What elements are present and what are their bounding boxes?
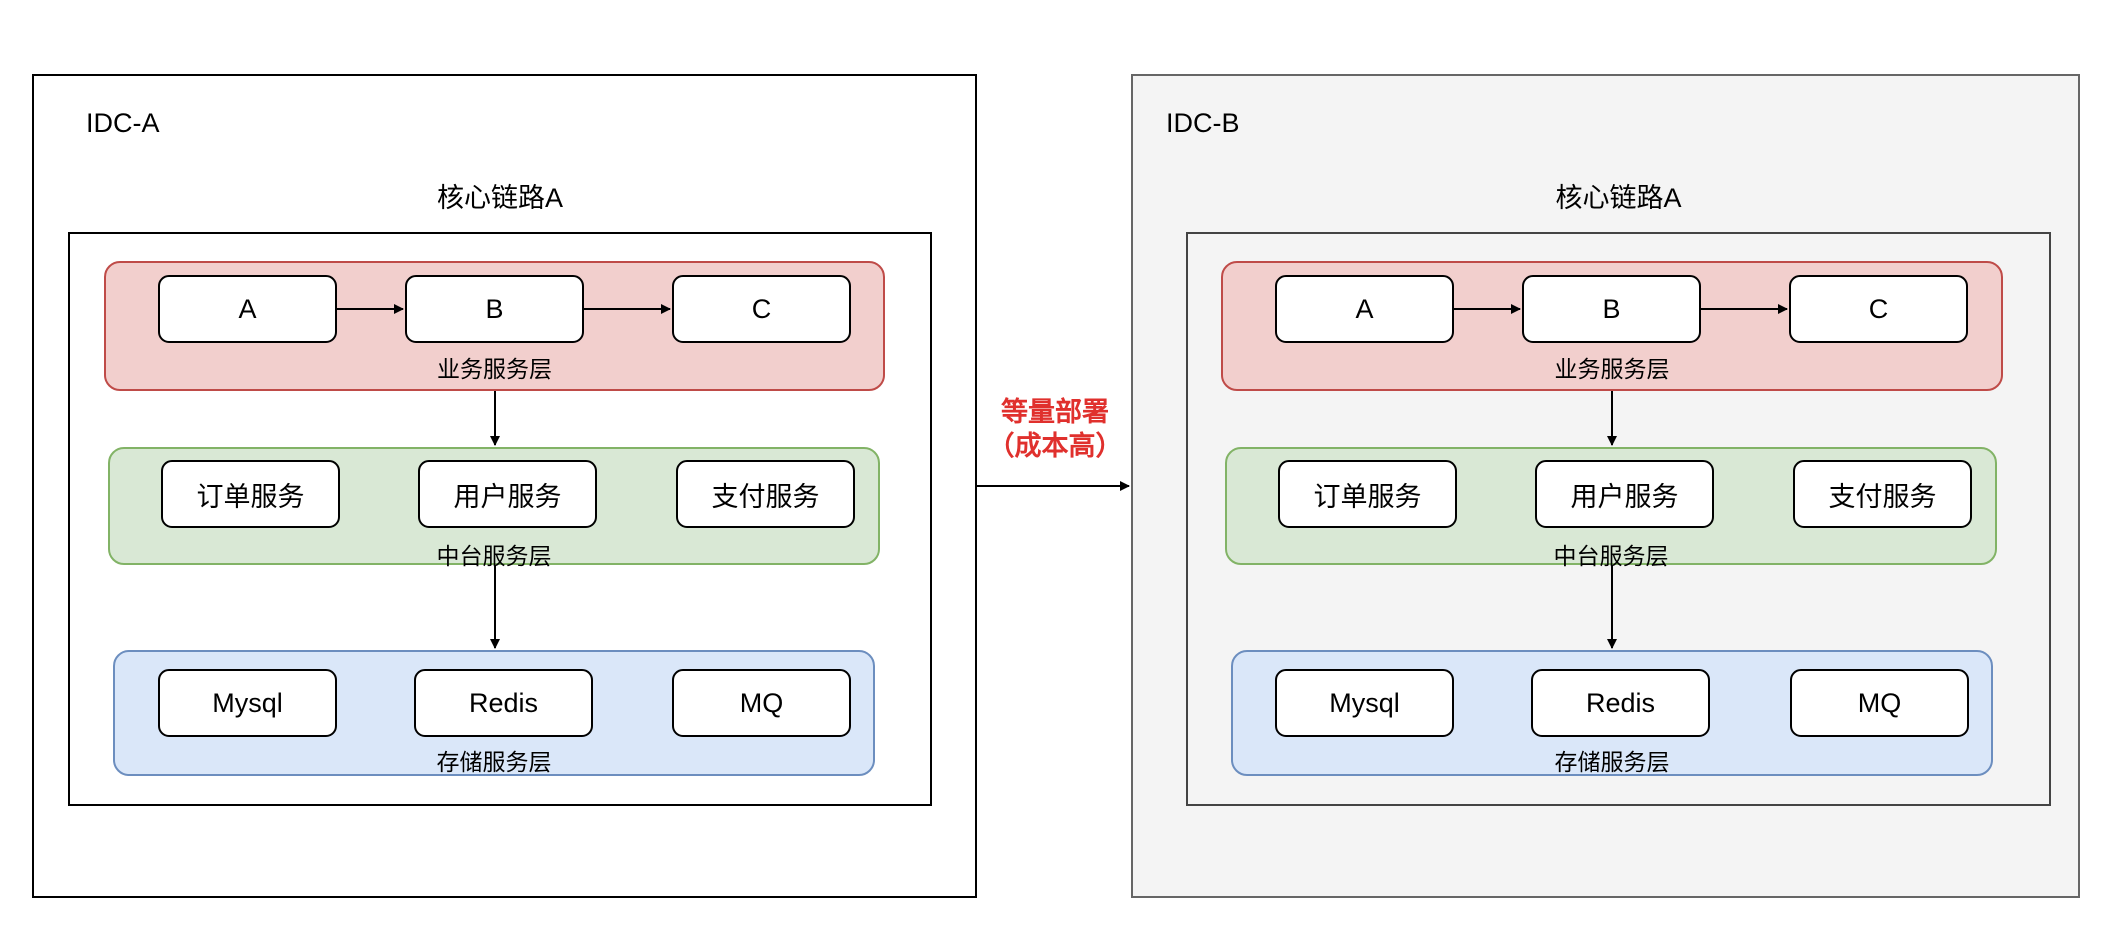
idc-a-middle-layer-label: 中台服务层 xyxy=(436,543,552,569)
idc-a-title: IDC-A xyxy=(86,108,160,138)
idc-a-node-user-service: 用户服务 xyxy=(418,460,597,528)
idc-b-middle-layer-label: 中台服务层 xyxy=(1553,543,1669,569)
idc-b-node-payment-service: 支付服务 xyxy=(1793,460,1972,528)
idc-a-node-redis: Redis xyxy=(414,669,593,737)
transfer-label: 等量部署 （成本高） xyxy=(980,395,1130,463)
idc-a-node-c: C xyxy=(672,275,851,343)
idc-a-node-order-service: 订单服务 xyxy=(161,460,340,528)
idc-b-storage-layer-label: 存储服务层 xyxy=(1554,749,1670,775)
idc-b-node-mysql: Mysql xyxy=(1275,669,1454,737)
idc-b-title: IDC-B xyxy=(1166,108,1240,138)
idc-b-node-order-service: 订单服务 xyxy=(1278,460,1457,528)
idc-a-chain-title: 核心链路A xyxy=(436,183,563,213)
idc-a-node-mysql: Mysql xyxy=(158,669,337,737)
idc-a-node-b: B xyxy=(405,275,584,343)
idc-b-node-user-service: 用户服务 xyxy=(1535,460,1714,528)
idc-b-node-redis: Redis xyxy=(1531,669,1710,737)
idc-a-node-mq: MQ xyxy=(672,669,851,737)
idc-b-node-c: C xyxy=(1789,275,1968,343)
idc-b-node-b: B xyxy=(1522,275,1701,343)
idc-b-business-layer-label: 业务服务层 xyxy=(1554,356,1670,382)
idc-a-business-layer-label: 业务服务层 xyxy=(437,356,552,382)
idc-a-storage-layer-label: 存储服务层 xyxy=(436,749,552,775)
transfer-label-line2: （成本高） xyxy=(987,431,1123,461)
idc-a-node-payment-service: 支付服务 xyxy=(676,460,855,528)
idc-b-chain-title: 核心链路A xyxy=(1555,183,1682,213)
idc-b-node-a: A xyxy=(1275,275,1454,343)
idc-a-node-a: A xyxy=(158,275,337,343)
idc-b-node-mq: MQ xyxy=(1790,669,1969,737)
transfer-label-line1: 等量部署 xyxy=(1001,397,1109,427)
